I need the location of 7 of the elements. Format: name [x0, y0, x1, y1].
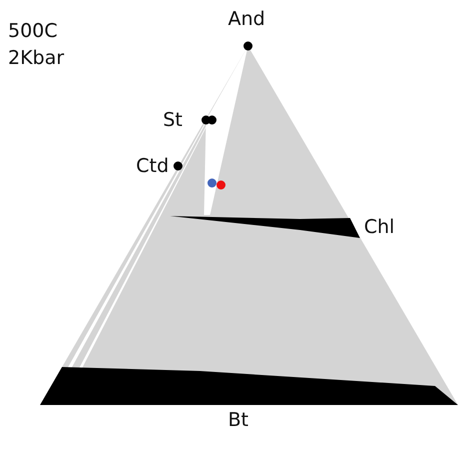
phase-label: Chl	[364, 216, 395, 238]
phase-label: Bt	[228, 409, 248, 431]
condition-label: 2Kbar	[8, 47, 64, 69]
phase-label: Ctd	[136, 155, 169, 177]
phase-label: And	[228, 8, 266, 30]
phase-label: St	[163, 109, 183, 131]
condition-label: 500C	[8, 20, 58, 42]
